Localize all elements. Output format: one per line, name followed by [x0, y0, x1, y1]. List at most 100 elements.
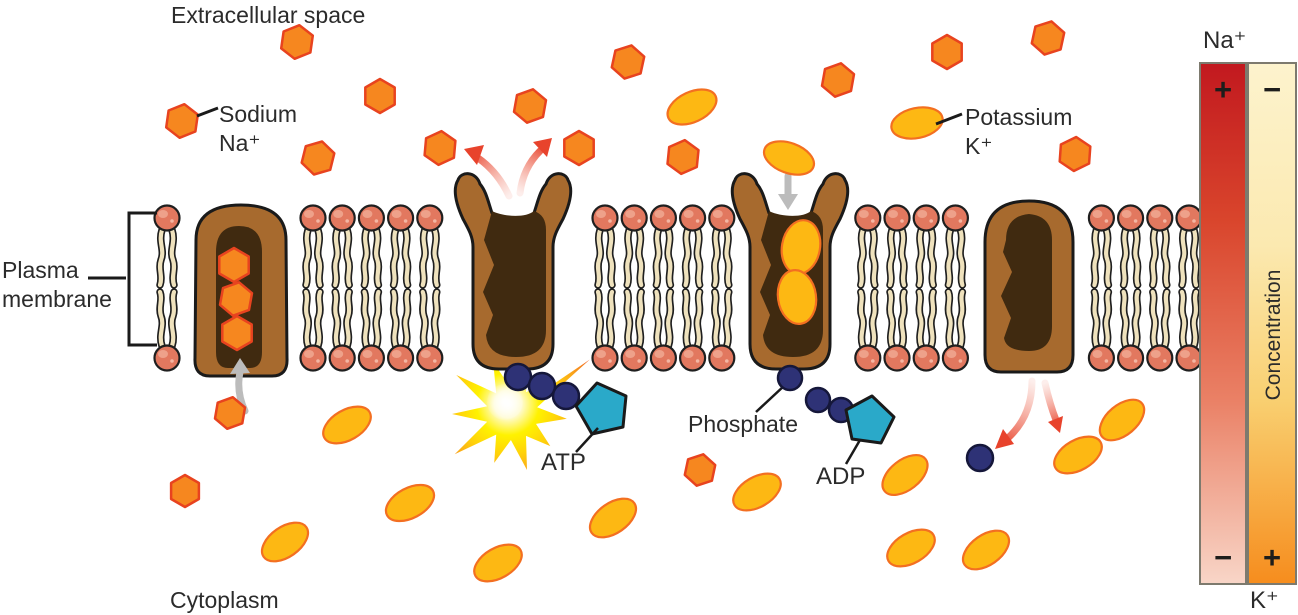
potassium-ion: [473, 543, 523, 583]
released-phosphate: [965, 443, 995, 473]
potassium-leader-line: [935, 112, 963, 126]
potassium-name: Potassium: [965, 104, 1073, 130]
concentration-axis-label: Concentration: [1262, 269, 1285, 401]
potassium-ion: [1053, 435, 1103, 475]
lipid-head: [357, 344, 385, 372]
phospholipid: [1175, 204, 1203, 372]
phospholipid: [620, 204, 648, 372]
pump4-cavity: [1001, 214, 1052, 351]
lipid-head: [649, 344, 678, 372]
lipid-head: [387, 204, 415, 232]
sodium-ion: [931, 33, 963, 71]
sodium-ion: [218, 246, 250, 284]
lipid-head: [591, 344, 619, 372]
k-top-sign: −: [1262, 72, 1282, 107]
sodium-ion: [563, 129, 595, 167]
lipid-head: [854, 344, 882, 372]
phospholipid: [883, 204, 911, 372]
potassium-release-arrow: [1041, 379, 1063, 433]
phosphate-group: [804, 386, 832, 414]
lipid-head: [299, 204, 327, 232]
lipid-head: [649, 204, 678, 232]
lipid-head: [1146, 204, 1174, 232]
potassium-ion: [961, 529, 1011, 571]
sodium-ion: [423, 129, 457, 167]
lipid-head: [708, 204, 736, 232]
sodium-ion: [169, 473, 201, 509]
lipid-head: [1175, 204, 1203, 232]
adp-molecule: [804, 386, 896, 465]
phospholipid: [912, 204, 940, 372]
adp-label: ADP: [816, 463, 866, 490]
lipid-head: [1116, 204, 1145, 232]
phospholipid: [387, 204, 415, 372]
lipid-head: [416, 204, 444, 232]
potassium-ion: [666, 88, 718, 126]
atp-pentagon: [574, 381, 628, 436]
lipid-head: [678, 204, 707, 232]
lipid-head: [591, 204, 619, 232]
lipid-head: [708, 344, 736, 372]
pump-releasing-sodium: [453, 172, 573, 371]
pump1-sodium-ions: [218, 246, 254, 352]
lipid-head: [1146, 344, 1174, 372]
sodium-release-arrow-left: [464, 145, 513, 200]
phospholipid: [1146, 204, 1174, 372]
phospholipid: [416, 204, 444, 372]
phospholipid: [299, 204, 327, 372]
pump-binding-sodium: [193, 203, 289, 378]
free-ions: [164, 20, 1146, 583]
sodium-ion: [512, 88, 548, 124]
phospholipid: [357, 204, 385, 372]
lipid-head: [854, 204, 882, 232]
phospholipid: [591, 204, 619, 372]
pump-binding-potassium: [730, 172, 850, 371]
sodium-ion: [213, 395, 247, 431]
bar-k-bottom-label: K⁺: [1250, 587, 1279, 614]
potassium-ion: [588, 497, 638, 539]
lipid-head: [328, 344, 356, 372]
potassium-ion: [732, 472, 782, 512]
phospholipid: [854, 204, 882, 372]
nucleotide-molecules: [503, 362, 995, 473]
sodium-ion: [1058, 135, 1092, 173]
lipid-head: [1087, 344, 1116, 372]
sodium-release-arrow-right: [516, 138, 552, 197]
sodium-name: Sodium: [219, 101, 297, 127]
sodium-ion-labeled: [164, 102, 200, 140]
lipid-head: [620, 204, 648, 232]
sodium-ion: [820, 62, 856, 98]
potassium-ion: [886, 528, 936, 568]
sodium-leader-line: [196, 106, 219, 118]
lipid-head: [328, 204, 356, 232]
phosphate-group: [527, 371, 557, 401]
lipid-head: [941, 344, 970, 372]
potassium-entry-arrow: [778, 172, 798, 210]
phosphate-release-arrow: [995, 377, 1036, 449]
k-bottom-sign: +: [1262, 540, 1282, 575]
bar-na-label: Na⁺: [1203, 27, 1247, 54]
cytoplasm-label: Cytoplasm: [170, 587, 279, 613]
lipid-head: [153, 344, 181, 372]
potassium-ion: [384, 483, 436, 523]
phospholipid: [328, 204, 356, 372]
potassium-ion: [762, 140, 816, 176]
phospholipid: [708, 204, 736, 372]
sodium-ion: [364, 77, 396, 115]
phospholipid: [153, 204, 181, 372]
phosphate-leader-line: [755, 384, 786, 413]
lipid-head: [416, 344, 444, 372]
potassium-ion: [1098, 398, 1146, 442]
sodium-ion: [610, 44, 646, 80]
potassium-ion: [776, 269, 818, 325]
atp-leader-line: [575, 427, 599, 453]
lipid-head: [357, 204, 385, 232]
adp-pentagon: [844, 394, 896, 445]
pump-proteins: [193, 172, 1075, 378]
lipid-head: [1175, 344, 1203, 372]
lipid-head: [1116, 344, 1145, 372]
